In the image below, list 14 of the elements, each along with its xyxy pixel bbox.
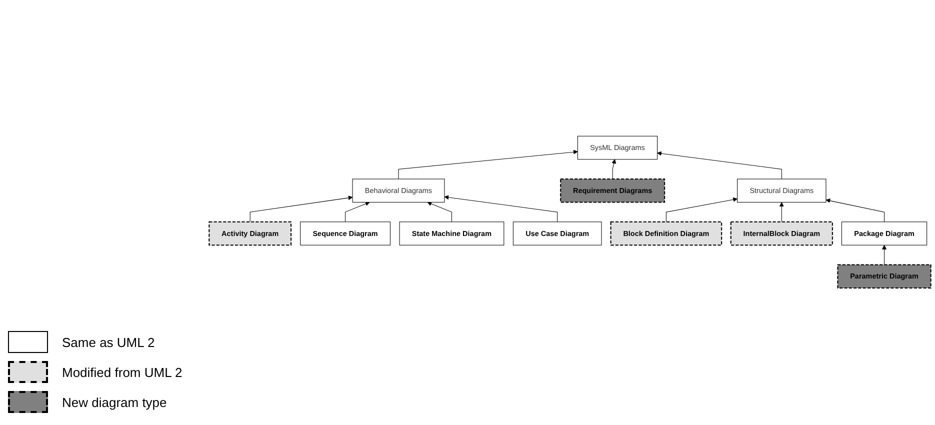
- arrow: [657, 152, 782, 180]
- legend-text: Same as UML 2: [62, 334, 155, 350]
- arrow: [612, 160, 616, 180]
- arrow: [427, 202, 452, 223]
- legend-text: New diagram type: [62, 394, 167, 410]
- arrow: [398, 150, 578, 180]
- arrow: [826, 198, 885, 223]
- arrow: [250, 196, 353, 223]
- arrow: [345, 202, 370, 223]
- legend-text: Modified from UML 2: [62, 364, 182, 380]
- arrow: [666, 198, 738, 223]
- arrow: [779, 202, 784, 223]
- arrow: [882, 245, 887, 266]
- arrow: [444, 196, 558, 223]
